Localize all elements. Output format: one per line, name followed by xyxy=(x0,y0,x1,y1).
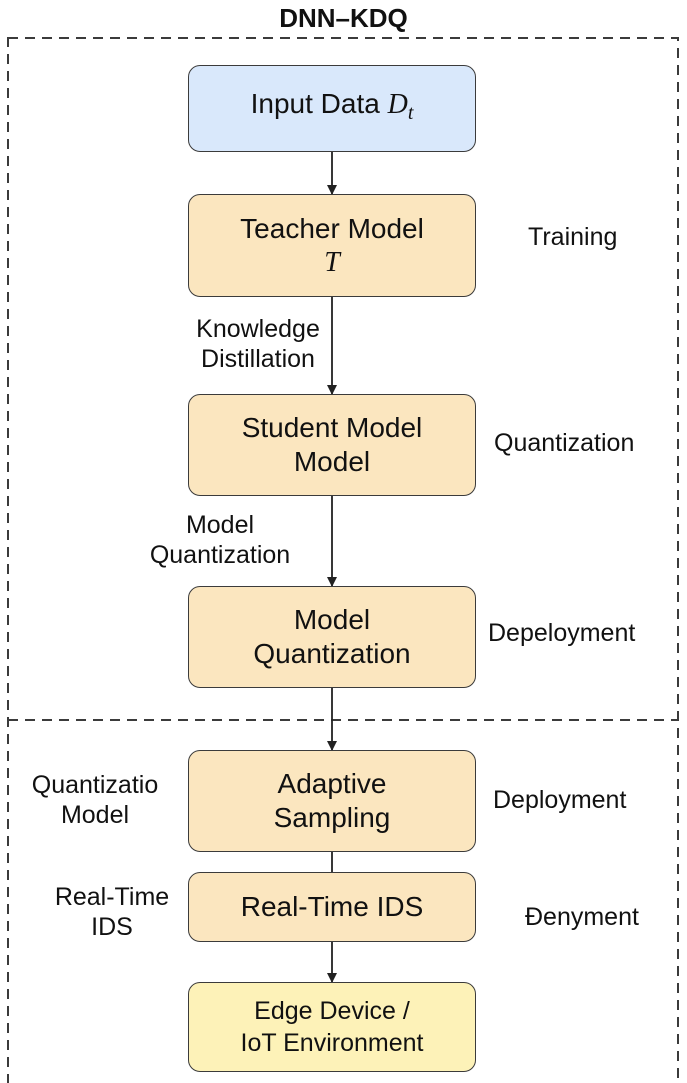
side-label-quantizatio-line1: Quantizatio xyxy=(31,771,159,799)
student-model-label-line1: Student Model xyxy=(241,412,423,443)
teacher-model-symbol: T xyxy=(324,246,340,278)
stage-label-training: Training xyxy=(528,223,618,251)
real-time-ids-box: Real-Time IDS xyxy=(188,872,476,942)
model-quantization-label-line2: Quantization xyxy=(253,638,411,669)
teacher-model-box: Teacher Model T xyxy=(188,194,476,297)
input-data-box: Input Data Dt xyxy=(188,65,476,152)
stage-label-deryment: Đenyment xyxy=(525,903,639,931)
stage-label-quantization: Quantization xyxy=(494,429,635,457)
input-data-symbol: Dt xyxy=(387,89,414,124)
stage-label-deployment: Deployment xyxy=(493,786,627,814)
edge-device-box: Edge Device / IoT Environment xyxy=(188,982,476,1072)
side-label-real-time-line2: IDS xyxy=(91,913,133,941)
input-data-label: Input Data Dt xyxy=(251,87,414,130)
student-model-box: Student Model Model xyxy=(188,394,476,496)
teacher-model-label: Teacher Model xyxy=(240,212,424,244)
edge-label-knowledge-distillation: Knowledge Distillation xyxy=(158,314,358,374)
adaptive-sampling-box: Adaptive Sampling xyxy=(188,750,476,852)
edge-label-knowledge-line1: Knowledge xyxy=(196,315,320,343)
diagram-title: DNN–KDQ xyxy=(279,3,408,33)
adaptive-sampling-label-line2: Sampling xyxy=(273,802,391,833)
edge-device-label-line2: IoT Environment xyxy=(240,1029,424,1057)
edge-label-model-quant-line1: Model xyxy=(185,511,255,539)
side-label-real-time-line1: Real-Time xyxy=(54,883,170,911)
adaptive-sampling-label-line1: Adaptive xyxy=(277,768,387,799)
edge-label-knowledge-line2: Distillation xyxy=(201,345,315,373)
student-model-label-line2: Model xyxy=(293,446,371,477)
outer-dashed-border xyxy=(7,37,679,1083)
side-label-quantizatio-model: Quantizatio Model xyxy=(12,770,178,830)
model-quantization-label-line1: Model xyxy=(293,604,371,635)
side-label-quantizatio-line2: Model xyxy=(60,801,130,829)
side-label-real-time-ids: Real-Time IDS xyxy=(30,882,194,942)
edge-label-model-quant-line2: Quantization xyxy=(149,541,291,569)
edge-label-model-quantization: Model Quantization xyxy=(120,510,320,570)
stage-label-depeloyment: Depeloyment xyxy=(488,619,636,647)
model-quantization-box: Model Quantization xyxy=(188,586,476,688)
edge-device-label-line1: Edge Device / xyxy=(254,997,410,1025)
real-time-ids-label: Real-Time IDS xyxy=(240,891,424,922)
input-data-text: Input Data xyxy=(250,88,380,119)
